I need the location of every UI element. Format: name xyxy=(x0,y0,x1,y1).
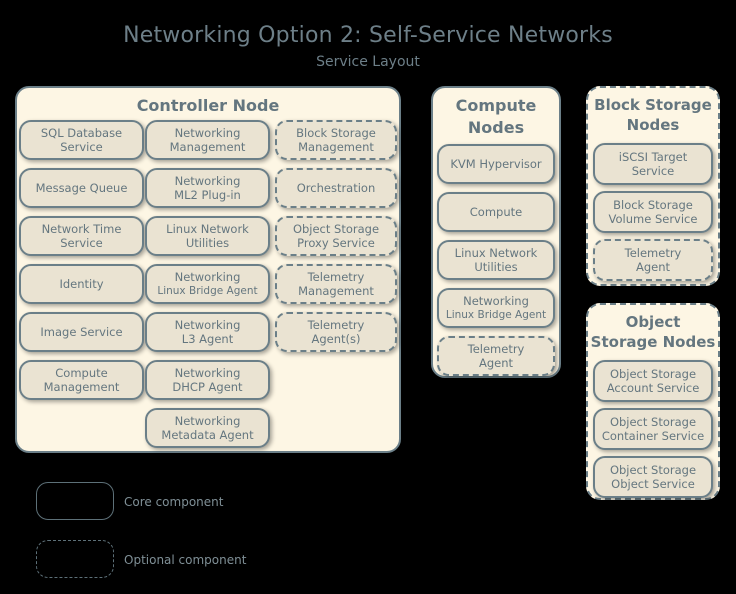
service-box-label: Networking xyxy=(174,413,241,428)
service-box-label: SQL Database xyxy=(40,125,123,140)
page-title: Networking Option 2: Self-Service Networ… xyxy=(123,23,613,48)
panel-compute-nodes: Compute Nodes xyxy=(431,86,561,378)
service-box-label: Object Storage xyxy=(609,462,697,477)
compute-service-box-compute[interactable]: Compute xyxy=(437,192,555,232)
service-box-label: Image Service xyxy=(40,324,123,339)
legend-core-label: Core component xyxy=(124,495,224,509)
service-box-label-line2: Account Service xyxy=(606,381,700,395)
service-box-label: Telemetry xyxy=(307,317,365,332)
service-box-label-line2: Utilities xyxy=(185,236,230,250)
service-box-label-line2: Utilities xyxy=(474,260,518,274)
service-box-label-line2: Management xyxy=(169,140,246,154)
page-subtitle: Service Layout xyxy=(316,54,420,70)
compute-service-box-kvm-hypervisor[interactable]: KVM Hypervisor xyxy=(437,144,555,184)
service-box-label-line2: Metadata Agent xyxy=(161,428,254,442)
service-box-label: Linux Network xyxy=(166,221,249,236)
service-box-label-line2: Object Service xyxy=(611,477,695,491)
service-box-label: Object Storage xyxy=(609,366,697,381)
service-box-label-line2: Service xyxy=(60,236,103,250)
service-box-label-line2: Linux Bridge Agent xyxy=(445,308,547,321)
service-box-label-line2: Management xyxy=(298,284,374,298)
service-box-label: Block Storage xyxy=(613,197,693,212)
service-box-label-line2: Management xyxy=(43,380,120,394)
service-box-label-line2: Proxy Service xyxy=(297,236,375,250)
service-box-label-line2: Management xyxy=(298,140,374,154)
service-box-label: Compute xyxy=(469,204,523,219)
service-box-label: Telemetry xyxy=(467,341,525,356)
service-box-label: Block Storage xyxy=(296,125,376,140)
service-box-label-line2: Agent xyxy=(478,356,514,370)
panel-block-storage-nodes-title-line2: Nodes xyxy=(626,116,680,135)
service-box-label-line2: Volume Service xyxy=(608,212,698,226)
legend-optional-swatch xyxy=(36,540,114,578)
service-box-label: Telemetry xyxy=(307,269,365,284)
panel-compute-nodes-title-line1: Compute xyxy=(455,96,537,115)
legend-optional-label: Optional component xyxy=(124,553,247,567)
service-box-label: Linux Network xyxy=(454,245,538,260)
service-box-label: Compute xyxy=(55,365,108,380)
service-box-label-line2: DHCP Agent xyxy=(172,380,243,394)
service-box-label-line2: Agent xyxy=(635,260,671,274)
service-box-label: Object Storage xyxy=(292,221,380,236)
service-box-label: Message Queue xyxy=(35,180,128,195)
panel-block-storage-nodes-title-line1: Block Storage xyxy=(594,96,712,114)
panel-object-storage-nodes-title-line2: Storage Nodes xyxy=(590,333,716,352)
service-box-label: iSCSI Target xyxy=(618,149,688,164)
service-box-label-line2: Agent(s) xyxy=(311,332,361,346)
service-box-label: Networking xyxy=(174,270,241,285)
service-box-label: Identity xyxy=(59,276,104,291)
service-box-label: KVM Hypervisor xyxy=(450,156,542,171)
service-box-label: Telemetry xyxy=(624,245,682,260)
service-box-identity[interactable]: Identity xyxy=(19,264,144,304)
service-box-label: Networking xyxy=(174,365,241,380)
service-box-label-line2: ML2 Plug-in xyxy=(174,188,241,202)
service-box-message-queue[interactable]: Message Queue xyxy=(19,168,144,208)
service-box-label-line2: Container Service xyxy=(601,429,705,443)
panel-compute-nodes-title-line2: Nodes xyxy=(467,117,525,137)
legend-core-swatch xyxy=(36,482,114,520)
service-box-label: Networking xyxy=(174,317,241,332)
service-box-label-line2: Service xyxy=(631,164,675,178)
service-box-image-service[interactable]: Image Service xyxy=(19,312,144,352)
service-box-label: Orchestration xyxy=(296,180,376,195)
service-box-label: Networking xyxy=(463,294,529,309)
service-box-label-line2: Service xyxy=(60,140,103,154)
service-box-label: Networking xyxy=(174,173,241,188)
panel-object-storage-nodes-title-line1: Object xyxy=(625,313,681,331)
service-box-label: Object Storage xyxy=(609,414,697,429)
service-box-label: Network Time xyxy=(41,221,122,236)
service-box-label: Networking xyxy=(174,125,241,140)
panel-controller-node-title: Controller Node xyxy=(136,96,280,115)
service-box-label-line2: L3 Agent xyxy=(181,332,234,346)
service-box-label-line2: Linux Bridge Agent xyxy=(157,284,258,297)
service-box-orchestration[interactable]: Orchestration xyxy=(275,168,397,208)
